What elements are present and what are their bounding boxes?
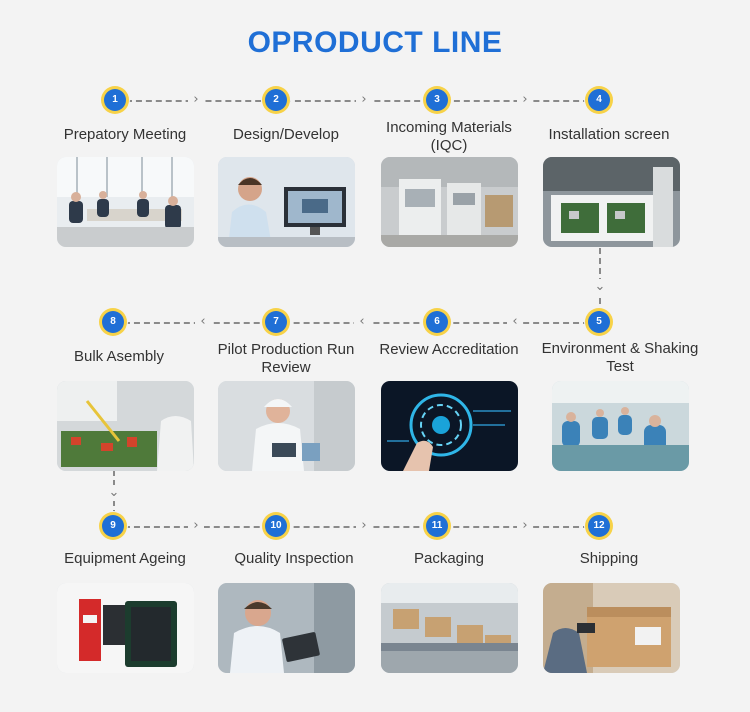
meeting-room-photo	[57, 157, 194, 247]
lab-worker-tablet-photo	[218, 381, 355, 471]
step-number-badge: 6	[426, 311, 448, 333]
step-label: Installation screen	[529, 126, 689, 144]
chevron-right-icon: ›	[356, 92, 372, 108]
inspector-with-tablet-photo	[218, 583, 355, 673]
digital-approval-photo	[381, 381, 518, 471]
step-label: Prepatory Meeting	[45, 126, 205, 144]
step-number-badge: 5	[588, 311, 610, 333]
step-number-badge: 1	[104, 89, 126, 111]
step-number-badge: 2	[265, 89, 287, 111]
parcel-scanning-photo	[543, 583, 680, 673]
tablet-device-photo	[57, 583, 194, 673]
chevron-right-icon: ›	[356, 518, 372, 534]
page-title: OPRODUCT LINE	[0, 26, 750, 60]
chevron-left-icon: ‹	[354, 314, 370, 330]
step-number-badge: 4	[588, 89, 610, 111]
inspection-machines-photo	[381, 157, 518, 247]
chevron-right-icon: ›	[188, 518, 204, 534]
step-label: Packaging	[369, 550, 529, 568]
chevron-right-icon: ›	[188, 92, 204, 108]
step-number-badge: 9	[102, 515, 124, 537]
step-label: Equipment Ageing	[45, 550, 205, 568]
step-number-badge: 12	[588, 515, 610, 537]
step-label: Pilot Production Run Review	[206, 341, 366, 377]
chevron-right-icon: ›	[517, 518, 533, 534]
step-label: Incoming Materials (IQC)	[369, 119, 529, 155]
step-number-badge: 8	[102, 311, 124, 333]
chevron-left-icon: ‹	[507, 314, 523, 330]
packaging-line-photo	[381, 583, 518, 673]
step-label: Environment & Shaking Test	[540, 340, 700, 376]
step-label: Review Accreditation	[369, 341, 529, 359]
step-number-badge: 10	[265, 515, 287, 537]
chevron-left-icon: ‹	[195, 314, 211, 330]
engineer-at-monitors-photo	[218, 157, 355, 247]
step-number-badge: 7	[265, 311, 287, 333]
step-number-badge: 3	[426, 89, 448, 111]
factory-workers-photo	[552, 381, 689, 471]
chevron-down-icon: ⌄	[592, 279, 608, 295]
step-number-badge: 11	[426, 515, 448, 537]
chevron-down-icon: ⌄	[106, 485, 122, 501]
step-label: Bulk Asembly	[39, 348, 199, 366]
step-label: Quality Inspection	[214, 550, 374, 568]
step-label: Shipping	[529, 550, 689, 568]
pcb-assembly-photo	[543, 157, 680, 247]
soldering-electronics-photo	[57, 381, 194, 471]
chevron-right-icon: ›	[517, 92, 533, 108]
step-label: Design/Develop	[206, 126, 366, 144]
